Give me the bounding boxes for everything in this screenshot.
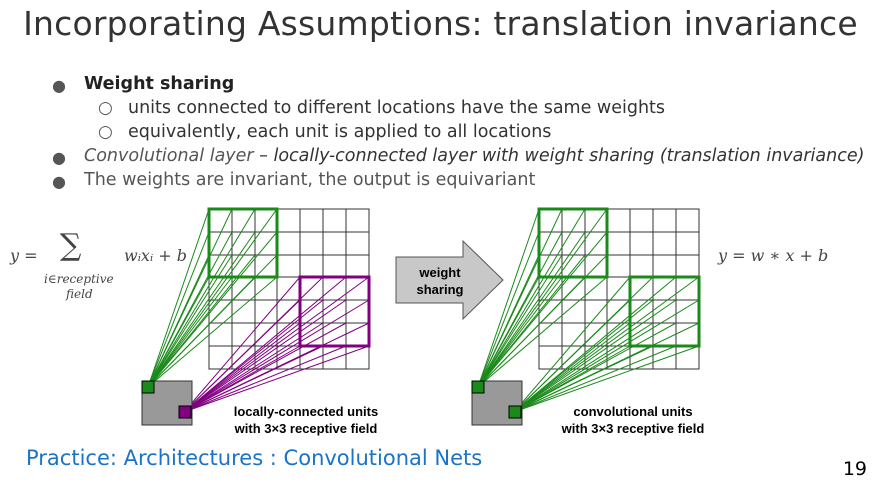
right-green-connections-1	[477, 208, 608, 388]
formula-left-sigma: ∑	[60, 228, 82, 263]
sub-bullet-circle: ○	[98, 98, 113, 118]
arrow-label: weight sharing	[400, 264, 480, 298]
bullet-equivariance: The weights are invariant, the output is…	[84, 170, 536, 190]
caption-left: locally-connected units with 3×3 recepti…	[206, 403, 406, 437]
weight-sharing-arrow	[395, 239, 504, 321]
formula-right: y = w ∗ x + b	[718, 246, 829, 265]
sub-bullet-1: units connected to different locations h…	[128, 98, 666, 118]
sub-bullet-2: equivalently, each unit is applied to al…	[128, 122, 552, 142]
right-receptive-field-1	[537, 207, 609, 279]
left-output-unit-purple	[178, 405, 192, 419]
arrow-label-line1: weight	[419, 265, 461, 280]
caption-right-line1: convolutional units	[573, 404, 693, 419]
right-input-grid	[538, 208, 700, 370]
caption-right-line2: with 3×3 receptive field	[561, 421, 705, 436]
caption-left-line2: with 3×3 receptive field	[234, 421, 378, 436]
caption-left-line1: locally-connected units	[233, 404, 379, 419]
sub-bullet-circle: ○	[98, 122, 113, 142]
left-purple-connections	[183, 276, 370, 413]
bullet-convolutional-layer-rest: – locally-connected layer with weight sh…	[253, 146, 865, 166]
arrow-label-line2: sharing	[416, 282, 464, 297]
left-green-receptive-field	[207, 207, 279, 279]
right-output-unit-1	[471, 380, 485, 394]
formula-left-lhs: y =	[10, 246, 38, 265]
right-receptive-field-2	[628, 275, 701, 348]
bullet-dot: ●	[52, 148, 66, 167]
bullet-weight-sharing: Weight sharing	[84, 74, 235, 94]
bullet-dot: ●	[52, 76, 66, 95]
bullet-convolutional-layer: Convolutional layer – locally-connected …	[84, 146, 864, 166]
formula-left-sub2: field	[66, 287, 93, 301]
slide-title: Incorporating Assumptions: translation i…	[23, 4, 858, 43]
left-output-unit-green	[141, 380, 155, 394]
page-number: 19	[842, 458, 867, 480]
bullet-convolutional-layer-italic: Convolutional layer	[84, 146, 254, 166]
footer-link[interactable]: Practice: Architectures : Convolutional …	[26, 446, 483, 470]
right-output-unit-2	[508, 405, 522, 419]
left-purple-receptive-field	[298, 275, 371, 348]
left-green-connections	[147, 208, 278, 388]
right-green-connections-2	[513, 276, 700, 413]
formula-left-sub1: i∈receptive	[44, 272, 114, 286]
caption-right: convolutional units with 3×3 receptive f…	[538, 403, 728, 437]
bullet-dot: ●	[52, 172, 66, 191]
formula-left-term: wᵢxᵢ + b	[124, 246, 187, 265]
